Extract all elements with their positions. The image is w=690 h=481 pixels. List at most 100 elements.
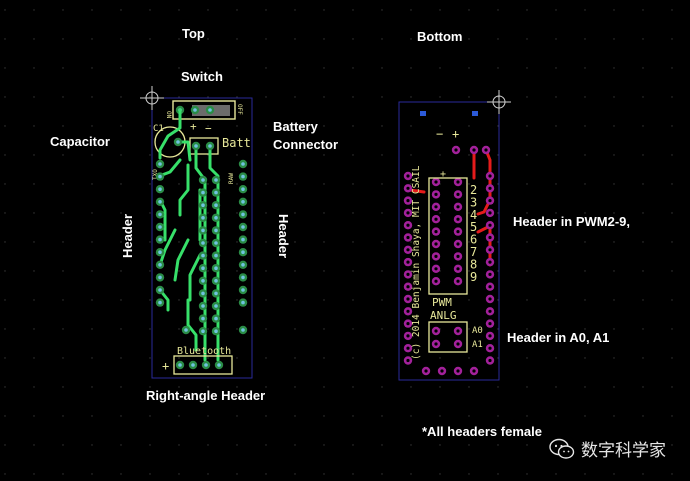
bottom-pads bbox=[403, 145, 495, 376]
grid-dot bbox=[671, 328, 673, 330]
grid-dot bbox=[33, 38, 35, 40]
grid-dot bbox=[178, 270, 180, 272]
grid-dot bbox=[120, 96, 122, 98]
grid-dot bbox=[149, 357, 151, 359]
grid-dot bbox=[33, 299, 35, 301]
grid-dot bbox=[323, 9, 325, 11]
grid-dot bbox=[381, 415, 383, 417]
grid-dot bbox=[497, 328, 499, 330]
grid-dot bbox=[468, 38, 470, 40]
label-header-left: Header bbox=[120, 213, 135, 258]
grid-dot bbox=[236, 96, 238, 98]
marker-right bbox=[472, 111, 478, 116]
grid-dot bbox=[468, 357, 470, 359]
pad-hole bbox=[472, 148, 476, 152]
pad-hole bbox=[241, 225, 245, 229]
grid-dot bbox=[381, 96, 383, 98]
grid-dot bbox=[497, 125, 499, 127]
grid-dot bbox=[584, 38, 586, 40]
grid-dot bbox=[671, 67, 673, 69]
grid-dot bbox=[468, 415, 470, 417]
grid-dot bbox=[526, 125, 528, 127]
label-top: Top bbox=[182, 26, 205, 41]
pad-hole bbox=[434, 279, 438, 283]
grid-dot bbox=[642, 386, 644, 388]
bluetooth-pads bbox=[175, 360, 224, 370]
grid-dot bbox=[265, 299, 267, 301]
grid-dot bbox=[236, 241, 238, 243]
grid-dot bbox=[33, 67, 35, 69]
grid-dot bbox=[584, 444, 586, 446]
grid-dot bbox=[323, 444, 325, 446]
grid-dot bbox=[671, 357, 673, 359]
grid-dot bbox=[294, 212, 296, 214]
grid-dot bbox=[323, 415, 325, 417]
grid-dot bbox=[613, 96, 615, 98]
pad-hole bbox=[456, 342, 460, 346]
pad-hole bbox=[456, 230, 460, 234]
pad-hole bbox=[241, 288, 245, 292]
grid-dot bbox=[555, 241, 557, 243]
grid-dot bbox=[352, 67, 354, 69]
pad-hole bbox=[488, 272, 492, 276]
pad-hole bbox=[193, 108, 197, 112]
grid-dot bbox=[120, 328, 122, 330]
grid-dot bbox=[497, 183, 499, 185]
grid-dot bbox=[352, 357, 354, 359]
silk-plus: + bbox=[190, 120, 197, 133]
grid-dot bbox=[526, 415, 528, 417]
pad-hole bbox=[440, 369, 444, 373]
grid-dot bbox=[526, 96, 528, 98]
pad-hole bbox=[488, 211, 492, 215]
grid-dot bbox=[91, 9, 93, 11]
grid-dot bbox=[352, 154, 354, 156]
grid-dot bbox=[4, 328, 6, 330]
grid-dot bbox=[613, 270, 615, 272]
grid-dot bbox=[381, 125, 383, 127]
grid-dot bbox=[91, 212, 93, 214]
grid-dot bbox=[410, 328, 412, 330]
grid-dot bbox=[149, 125, 151, 127]
grid-dot bbox=[207, 473, 209, 475]
pad-hole bbox=[214, 178, 218, 182]
pad-hole bbox=[488, 334, 492, 338]
pad-hole bbox=[406, 346, 410, 350]
grid-dot bbox=[294, 96, 296, 98]
grid-dot bbox=[294, 125, 296, 127]
grid-dot bbox=[91, 357, 93, 359]
grid-dot bbox=[642, 328, 644, 330]
pad-hole bbox=[241, 162, 245, 166]
pad-hole bbox=[201, 266, 205, 271]
label-header-right: Header bbox=[276, 214, 291, 259]
silk-batt: Batt bbox=[222, 136, 251, 150]
grid-dot bbox=[352, 9, 354, 11]
pad-hole bbox=[204, 363, 208, 367]
grid-dot bbox=[120, 241, 122, 243]
grid-dot bbox=[671, 38, 673, 40]
grid-dot bbox=[236, 38, 238, 40]
grid-dot bbox=[468, 67, 470, 69]
label-switch: Switch bbox=[181, 69, 223, 84]
pad-hole bbox=[201, 178, 205, 182]
grid-dot bbox=[352, 125, 354, 127]
grid-dot bbox=[178, 299, 180, 301]
grid-dot bbox=[410, 241, 412, 243]
grid-dot bbox=[381, 328, 383, 330]
pad-hole bbox=[201, 304, 205, 308]
grid-dot bbox=[526, 154, 528, 156]
grid-dot bbox=[207, 183, 209, 185]
grid-dot bbox=[33, 9, 35, 11]
grid-dot bbox=[410, 125, 412, 127]
grid-dot bbox=[178, 415, 180, 417]
grid-dot bbox=[120, 212, 122, 214]
grid-dot bbox=[207, 299, 209, 301]
grid-dot bbox=[4, 444, 6, 446]
grid-dot bbox=[149, 415, 151, 417]
grid-dot bbox=[207, 241, 209, 243]
grid-dot bbox=[555, 212, 557, 214]
grid-dot bbox=[555, 96, 557, 98]
grid-dot bbox=[265, 183, 267, 185]
grid-dot bbox=[323, 67, 325, 69]
grid-dot bbox=[381, 270, 383, 272]
